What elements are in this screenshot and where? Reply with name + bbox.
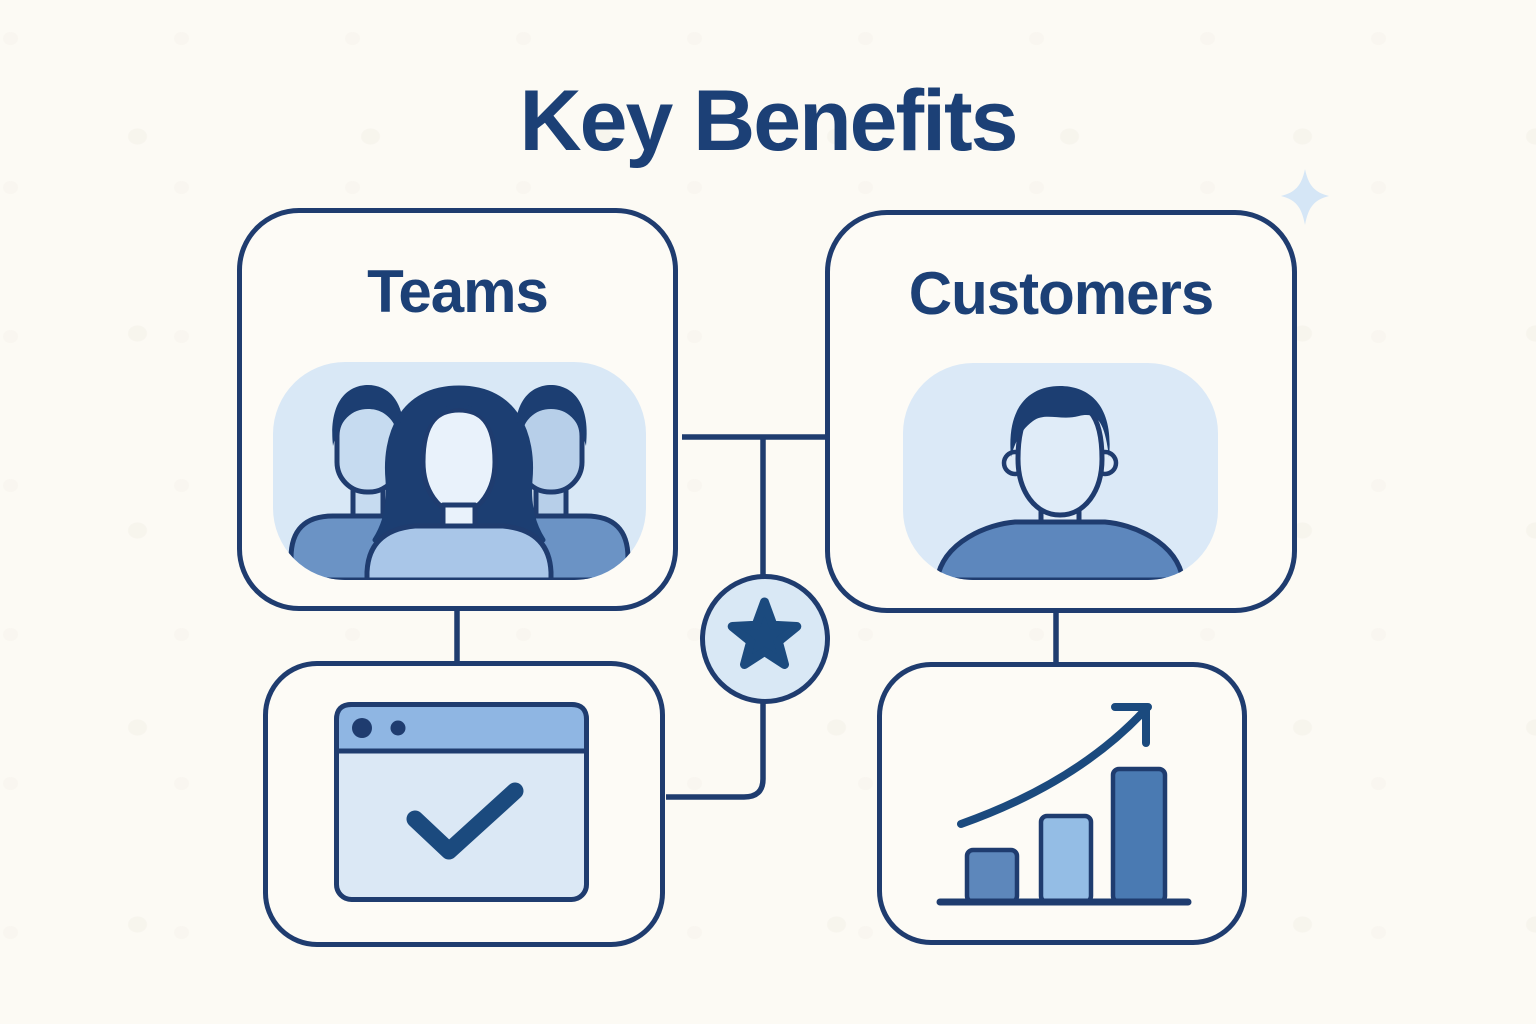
node-customers-benefit bbox=[877, 662, 1247, 945]
star-badge bbox=[700, 574, 830, 704]
bar-medium bbox=[1038, 813, 1094, 905]
growth-chart-icon bbox=[936, 703, 1192, 906]
team-member-center bbox=[364, 385, 554, 580]
star-icon bbox=[727, 597, 802, 669]
bar-tall bbox=[1110, 766, 1168, 905]
checkmark-icon bbox=[406, 782, 524, 860]
page-title: Key Benefits bbox=[519, 73, 1019, 169]
customers-label: Customers bbox=[908, 260, 1214, 327]
connector-star-to-browser bbox=[666, 697, 766, 800]
node-teams: Teams bbox=[237, 208, 678, 611]
browser-check-icon bbox=[334, 702, 589, 902]
bar-small bbox=[964, 847, 1020, 905]
customer-avatar-icon bbox=[903, 363, 1218, 580]
growth-arrow-head bbox=[1111, 703, 1152, 747]
node-teams-benefit bbox=[263, 661, 665, 947]
browser-titlebar bbox=[334, 702, 589, 754]
growth-arrow-curve bbox=[957, 706, 1149, 828]
browser-dot-small bbox=[390, 720, 406, 736]
team-avatars-icon bbox=[273, 362, 646, 580]
browser-dot-large bbox=[352, 718, 372, 738]
node-customers: Customers bbox=[825, 210, 1297, 613]
sparkle-icon bbox=[1281, 169, 1329, 225]
teams-label: Teams bbox=[367, 258, 549, 325]
